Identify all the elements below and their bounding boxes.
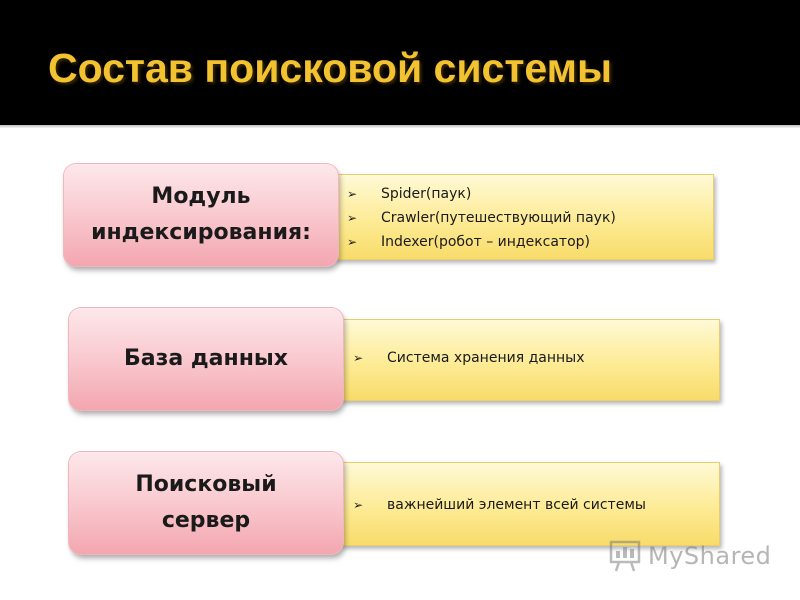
watermark: MyShared <box>608 538 771 574</box>
slide-title: Состав поисковой системы <box>48 45 613 91</box>
list-item: ➢ Spider(паук) <box>335 184 713 208</box>
component-name-line: сервер <box>161 508 251 533</box>
component-name-line: индексирования: <box>91 220 311 245</box>
item-text: Indexer(робот – индексатор) <box>381 234 590 250</box>
component-box-indexing-module: Модуль индексирования: <box>64 164 338 266</box>
watermark-text: MyShared <box>648 542 772 570</box>
presentation-board-icon <box>609 540 641 572</box>
component-box-search-server: Поисковый сервер <box>69 452 343 554</box>
list-item: ➢ Crawler(путешествующий паук) <box>335 208 713 232</box>
arrow-bullet-icon: ➢ <box>353 498 364 512</box>
item-text: важнейший элемент всей системы <box>387 497 646 513</box>
header-divider <box>0 125 800 128</box>
component-name-line: Модуль <box>151 184 251 209</box>
component-name-line: Поисковый <box>135 472 277 497</box>
list-item: ➢ важнейший элемент всей системы <box>341 495 719 515</box>
component-name-line: База данных <box>123 346 288 371</box>
component-items-panel: ➢ Система хранения данных <box>340 319 720 401</box>
arrow-bullet-icon: ➢ <box>353 351 364 365</box>
component-items-panel: ➢ Spider(паук) ➢ Crawler(путешествующий … <box>334 174 714 260</box>
component-box-database: База данных <box>69 308 343 410</box>
header-bar: Состав поисковой системы <box>0 0 800 125</box>
arrow-bullet-icon: ➢ <box>347 211 358 225</box>
list-item: ➢ Система хранения данных <box>341 348 719 368</box>
item-text: Crawler(путешествующий паук) <box>381 210 616 226</box>
list-item: ➢ Indexer(робот – индексатор) <box>335 232 713 256</box>
arrow-bullet-icon: ➢ <box>347 235 358 249</box>
component-items-panel: ➢ важнейший элемент всей системы <box>340 462 720 546</box>
item-text: Spider(паук) <box>381 186 472 202</box>
arrow-bullet-icon: ➢ <box>347 187 358 201</box>
item-text: Система хранения данных <box>387 350 585 366</box>
